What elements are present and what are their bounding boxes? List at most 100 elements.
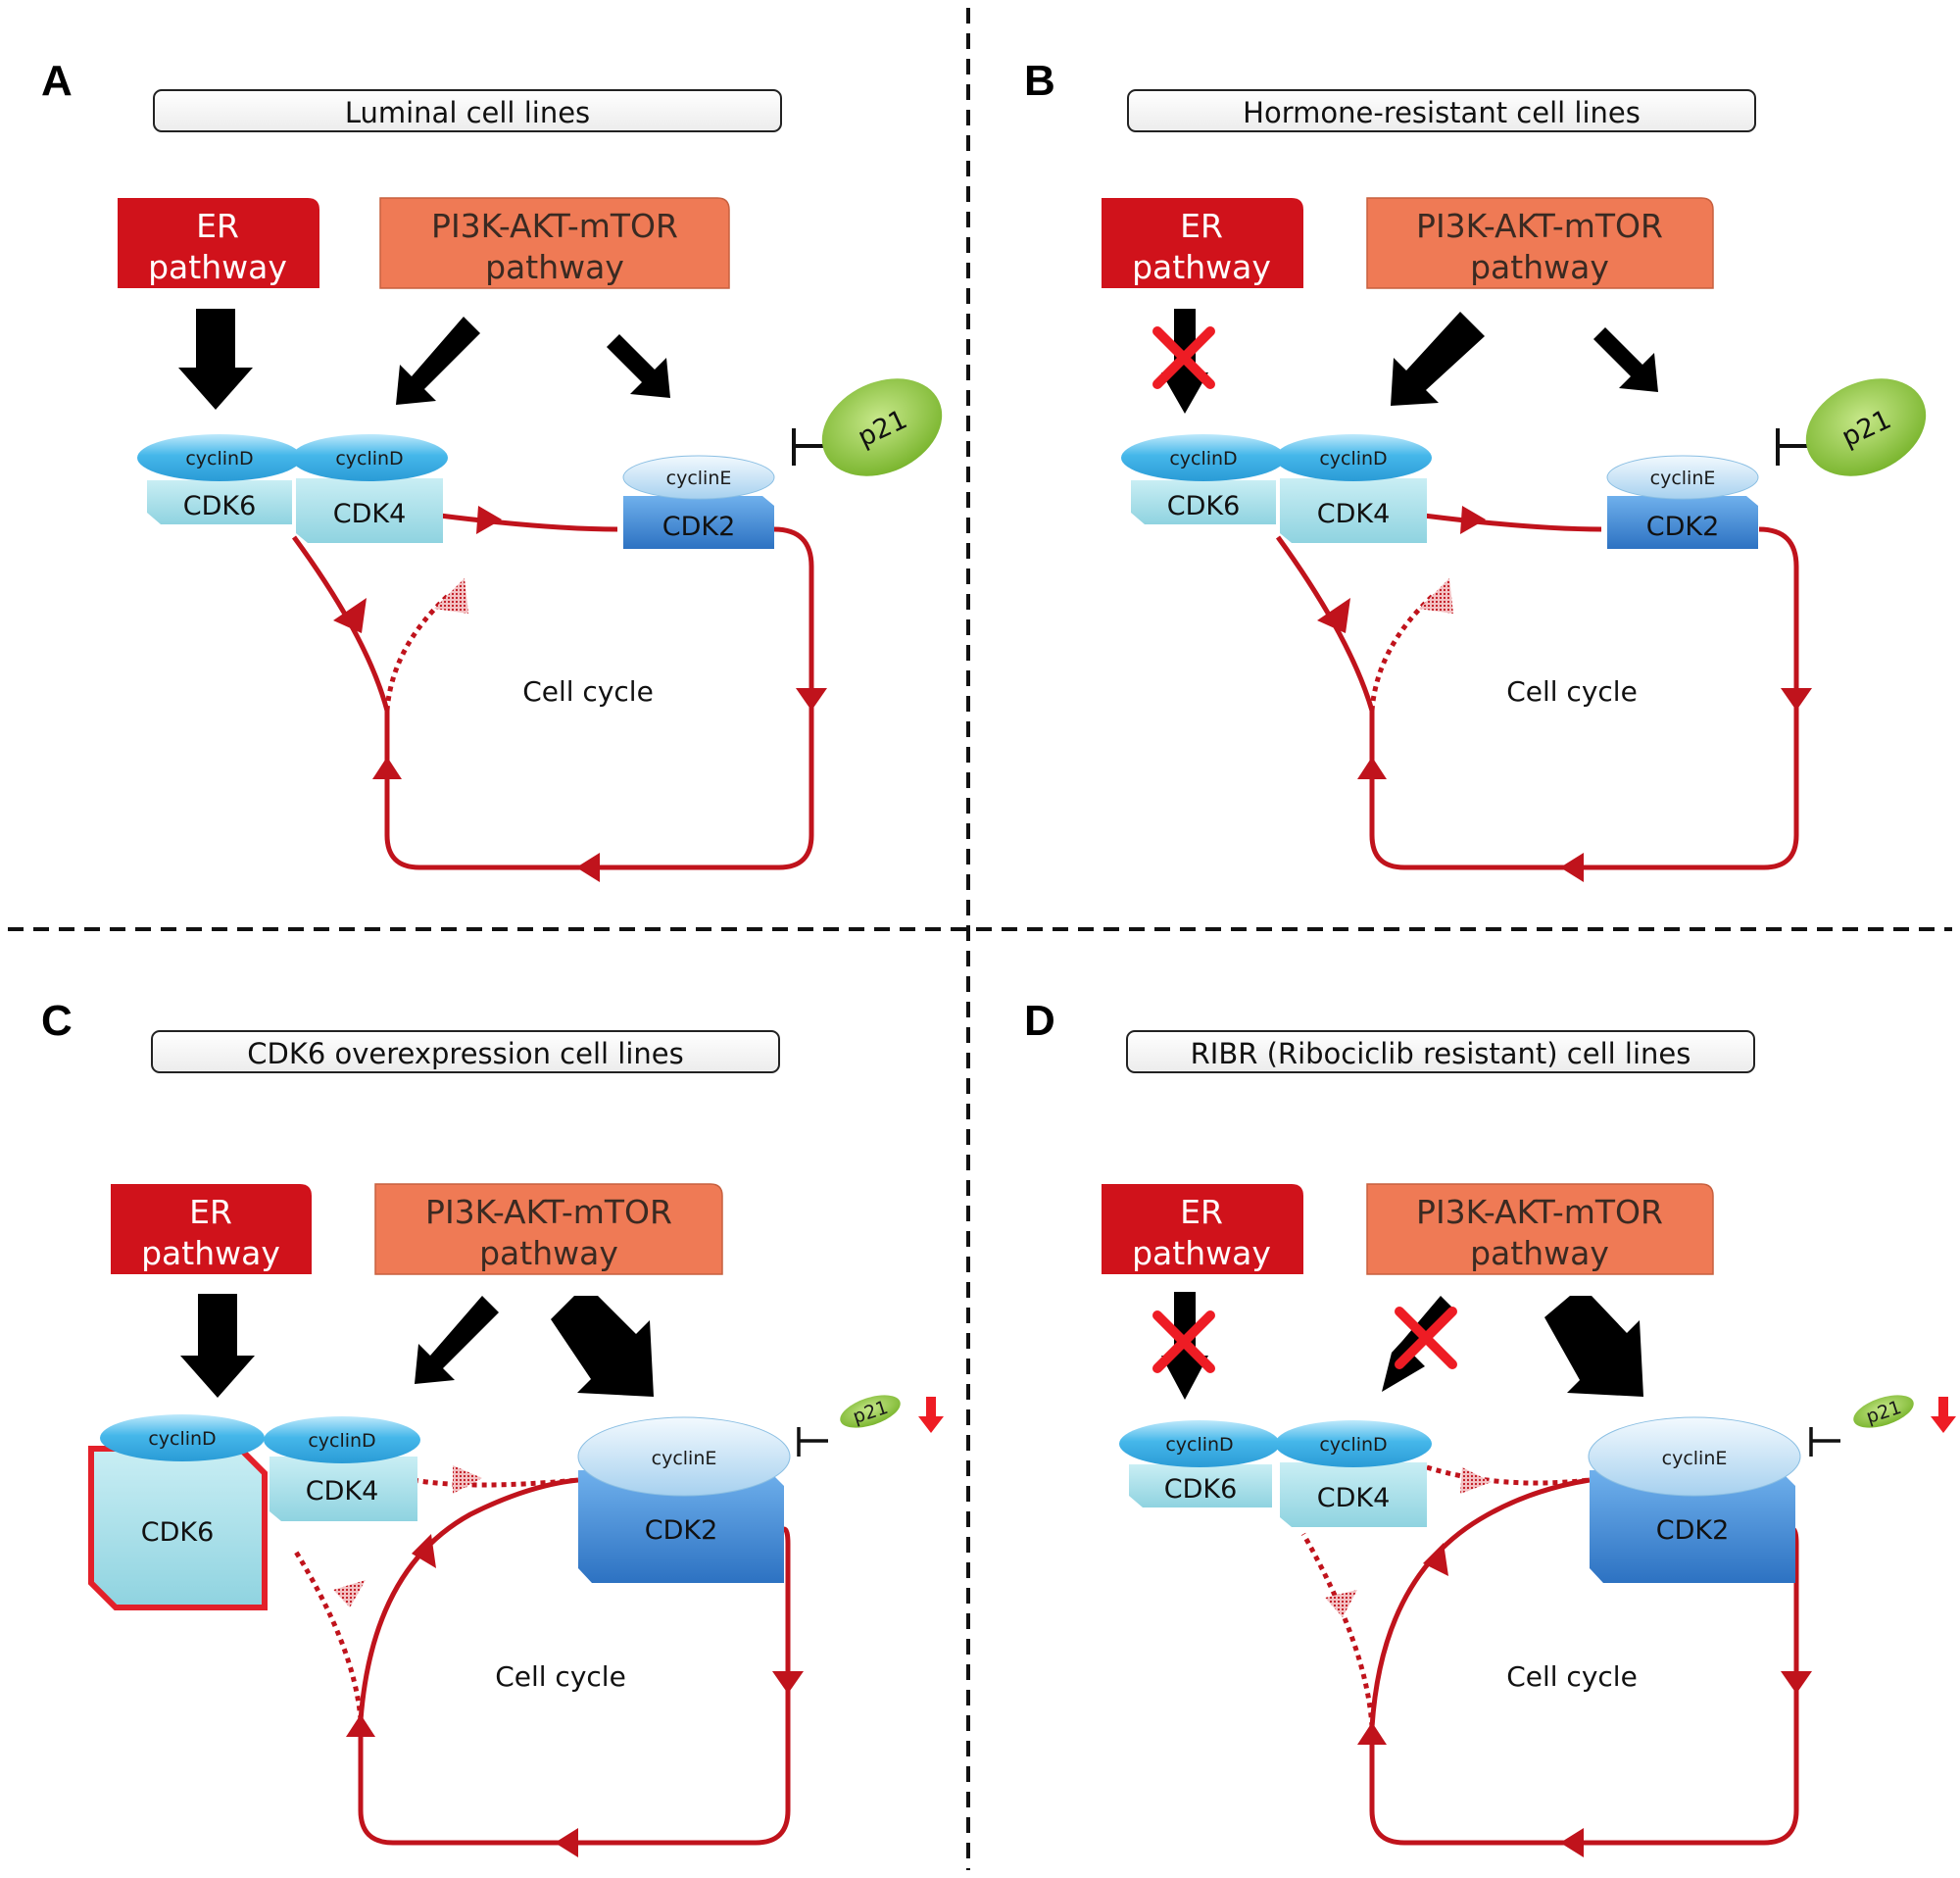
red-arrowhead [576,853,600,882]
red-arrowhead [1560,853,1584,882]
cell-cycle-connector [1423,513,1602,532]
cell-cycle-loop [1275,526,1799,870]
er-label-line1: ER [189,1193,232,1231]
dotted-arrowhead [333,1580,366,1607]
cdk4-label: CDK4 [1317,499,1391,529]
er-label-line1: ER [1180,207,1223,245]
pi3k-pathway-box [374,1183,723,1275]
cyclinD-ellipse [1275,1420,1432,1467]
cdk6-label: CDK6 [141,1517,215,1548]
cdk6-label: CDK6 [1167,491,1241,521]
cdk6-block [1131,480,1276,524]
panel-title-box [151,1030,780,1073]
cyclinE-ellipse [1606,455,1759,500]
down-arrow-icon [415,1296,499,1384]
cyclinD-label: cyclinD [335,448,403,470]
cyclinE-label: cyclinE [1662,1448,1728,1469]
cyclinD-ellipse [291,434,448,481]
cdk4-label: CDK4 [306,1476,379,1507]
red-arrowhead [1317,598,1350,633]
cdk2-label: CDK2 [1656,1515,1730,1546]
dotted-feedback [291,1547,364,1721]
cyclinD-ellipse [264,1416,420,1463]
cdk2-block [623,496,774,549]
cdk2-block [578,1470,784,1583]
pi3k-label-line1: PI3K-AKT-mTOR [425,1193,672,1231]
cell-cycle-loop [1369,1526,1799,1846]
cyclinD-label: cyclinD [148,1428,216,1450]
cdk2-block [1590,1470,1795,1583]
dotted-arrowhead [1460,1467,1492,1494]
er-pathway-box [1102,1184,1303,1274]
cell-cycle-loop [291,526,814,870]
dotted-feedback [1426,1464,1591,1486]
cell-cycle-label: Cell cycle [1506,675,1638,708]
panel-title: RIBR (Ribociclib resistant) cell lines [1191,1037,1691,1070]
dotted-feedback [1369,593,1436,712]
red-arrowhead [412,1534,436,1568]
red-arrowhead [333,598,367,633]
er-label-line1: ER [196,207,239,245]
red-arrowhead [1423,1543,1448,1576]
cyclinD-ellipse [1119,1420,1280,1467]
panel-a: A Luminal cell lines ER pathway PI3K-AKT… [41,57,943,882]
red-down-arrow-icon [1931,1397,1956,1433]
dotted-feedback [413,1477,579,1488]
cdk6-label: CDK6 [1164,1474,1238,1505]
er-label-line2: pathway [148,248,287,286]
dotted-feedback [1300,1532,1375,1728]
inhibition-bar-icon [1776,428,1807,466]
cell-cycle-label: Cell cycle [495,1660,626,1693]
dotted-arrowhead [1325,1590,1357,1617]
panel-title: CDK6 overexpression cell lines [247,1037,684,1070]
panel-title-box [1126,1030,1755,1073]
cyclinD-label: cyclinD [1319,1434,1387,1456]
cyclinE-label: cyclinE [1650,468,1716,489]
down-arrow-icon [178,309,253,410]
pi3k-label-line2: pathway [479,1234,618,1272]
red-arrowhead [1781,1671,1812,1694]
panel-letter: B [1024,57,1055,105]
cross-mark-icon [1395,1307,1457,1369]
down-arrow-icon [180,1294,255,1398]
cross-mark-icon [1152,326,1215,389]
down-arrow-icon [1391,312,1485,406]
red-arrowhead [772,1671,804,1694]
red-arrowhead [476,506,502,534]
down-arrow-icon [1544,1296,1643,1397]
cyclinE-ellipse [1588,1416,1801,1497]
p21-ellipse [821,378,943,476]
panel-d: D RIBR (Ribociclib resistant) cell lines… [1024,997,1956,1857]
panel-title-box [1127,89,1756,132]
cyclinD-label: cyclinD [308,1430,375,1452]
red-arrowhead [555,1828,578,1857]
red-arrowhead [1460,506,1486,534]
cyclinD-label: cyclinD [185,448,253,470]
cell-cycle-label: Cell cycle [1506,1660,1638,1693]
cdk6-block [1129,1464,1272,1507]
pi3k-label-line1: PI3K-AKT-mTOR [1416,207,1663,245]
red-arrowhead [346,1714,375,1737]
er-label-line2: pathway [1132,248,1271,286]
panel-letter: D [1024,997,1055,1045]
cyclinD-ellipse [137,434,302,481]
red-arrowhead [1357,757,1387,779]
cdk4-label: CDK4 [333,499,407,529]
pi3k-label-line2: pathway [1470,248,1609,286]
pi3k-label-line1: PI3K-AKT-mTOR [1416,1193,1663,1231]
cross-mark-icon [1152,1310,1215,1373]
down-arrow-icon [603,318,670,398]
red-arrowhead [1781,688,1812,711]
pi3k-label-line1: PI3K-AKT-mTOR [431,207,678,245]
er-label-line2: pathway [1132,1234,1271,1272]
inhibition-bar-icon [797,1427,828,1457]
cdk2-block [1607,496,1758,549]
cdk4-block [1280,478,1427,543]
cdk4-block [1280,1462,1427,1527]
cell-cycle-loop [358,1526,791,1846]
cell-cycle-label: Cell cycle [522,675,654,708]
cdk6-label: CDK6 [183,491,257,521]
cyclinE-ellipse [577,1416,791,1497]
